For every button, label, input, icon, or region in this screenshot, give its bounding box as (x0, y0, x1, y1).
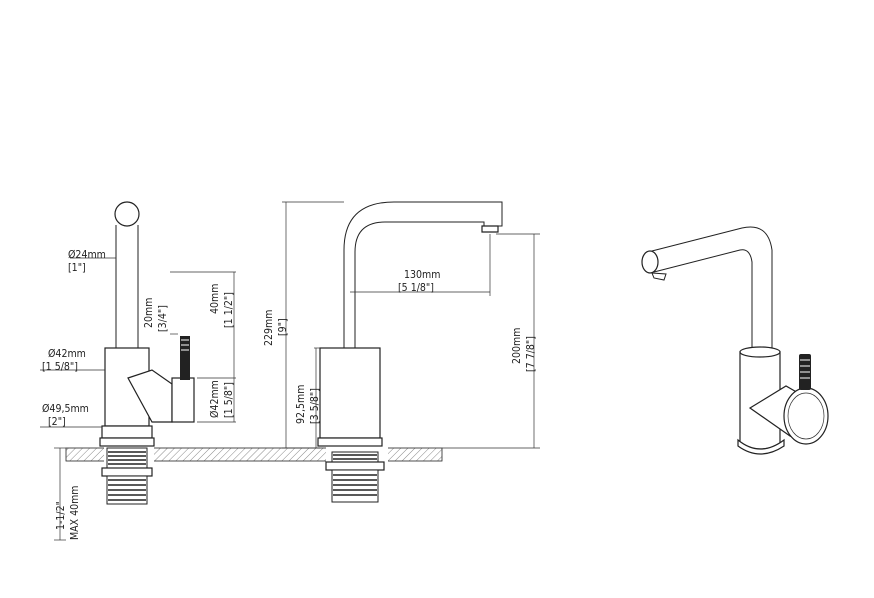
handle-reach-mm: 40mm (209, 284, 221, 314)
body-height-mm: 92,5mm (295, 385, 307, 424)
body-height-in: [3 5/8"] (309, 388, 321, 424)
diameter-spout-in: [1"] (68, 262, 86, 274)
handle-diameter-mm: Ø42mm (209, 380, 221, 418)
diameter-spout-mm: Ø24mm (68, 249, 106, 261)
diameter-body-mm: Ø42mm (48, 348, 86, 360)
spout-height-in: [7 7/8"] (525, 336, 537, 372)
perspective-view (641, 226, 829, 455)
total-height-in: [9"] (277, 318, 289, 336)
spout-height-mm: 200mm (511, 328, 523, 364)
handle-reach-in: [1 1/2"] (223, 292, 235, 328)
diameter-base-in: [2"] (48, 416, 66, 428)
handle-length-mm: 20mm (143, 298, 155, 328)
side-view (40, 201, 236, 541)
diameter-base-mm: Ø49,5mm (42, 403, 89, 415)
handle-diameter-in: [1 5/8"] (223, 382, 235, 418)
front-view (282, 201, 540, 503)
lever-handle (180, 336, 190, 380)
diameter-body-in: [1 5/8"] (42, 361, 78, 373)
deck-thickness-inch: 1-1/2" (55, 501, 67, 530)
total-height-mm: 229mm (263, 310, 275, 346)
spout-reach-in: [5 1/8"] (398, 282, 434, 294)
deck-thickness-max: MAX 40mm (69, 485, 81, 540)
spout-reach-mm: 130mm (404, 269, 440, 281)
handle-length-in: [3/4"] (157, 305, 169, 332)
